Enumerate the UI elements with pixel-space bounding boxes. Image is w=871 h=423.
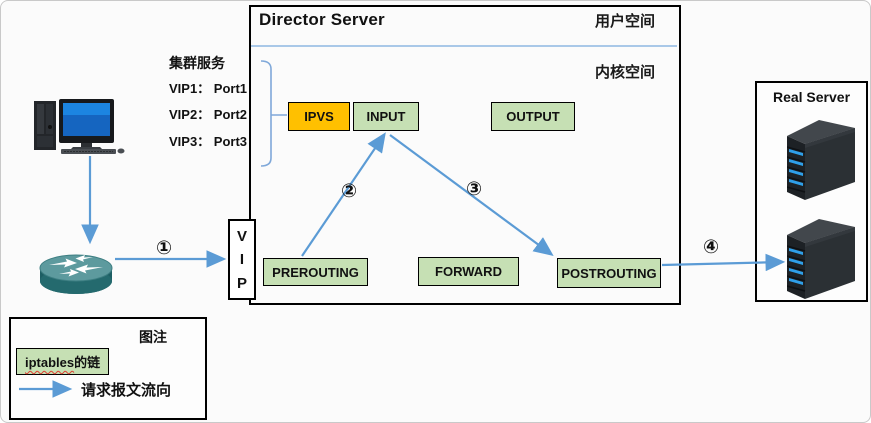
vip3-port3-label: VIP3： Port3	[169, 134, 248, 149]
client-computer-icon	[34, 99, 125, 154]
real-server-title: Real Server	[772, 89, 851, 105]
step-1-label: ①	[156, 237, 173, 259]
real-server-1-icon	[787, 120, 855, 200]
forward-chain-box: FORWARD	[418, 257, 519, 286]
vip-letter-p: P	[236, 274, 247, 292]
legend-title: 图注	[139, 329, 167, 345]
step-2-label: ②	[341, 180, 358, 202]
user-kernel-divider	[251, 45, 677, 47]
output-chain-box: OUTPUT	[491, 102, 575, 131]
cluster-service-title: 集群服务	[169, 55, 225, 71]
user-space-label: 用户空间	[595, 13, 656, 30]
kernel-space-label: 内核空间	[595, 64, 656, 81]
ipvs-box: IPVS	[288, 102, 350, 131]
vip-letter-i: I	[239, 251, 245, 268]
step-3-label: ③	[466, 178, 483, 200]
router-icon	[39, 254, 113, 294]
input-chain-box: INPUT	[353, 102, 419, 131]
director-server-box	[249, 5, 681, 305]
postrouting-chain-box: POSTROUTING	[557, 258, 661, 288]
vip-box: V I P	[228, 219, 256, 300]
legend-iptables-chain-chip: iptables的链	[16, 348, 110, 375]
real-server-2-icon	[787, 219, 855, 299]
prerouting-chain-box: PREROUTING	[263, 258, 368, 286]
vip-letter-v: V	[236, 227, 247, 245]
legend-chain-zh: 的链	[74, 355, 101, 370]
director-server-title: Director Server	[259, 10, 385, 29]
legend-flow-label: 请求报文流向	[81, 382, 172, 399]
vip1-port1-label: VIP1： Port1	[169, 81, 248, 96]
step-4-label: ④	[703, 236, 720, 258]
vip2-port2-label: VIP2： Port2	[169, 107, 248, 122]
legend-chain-en: iptables	[25, 355, 75, 370]
